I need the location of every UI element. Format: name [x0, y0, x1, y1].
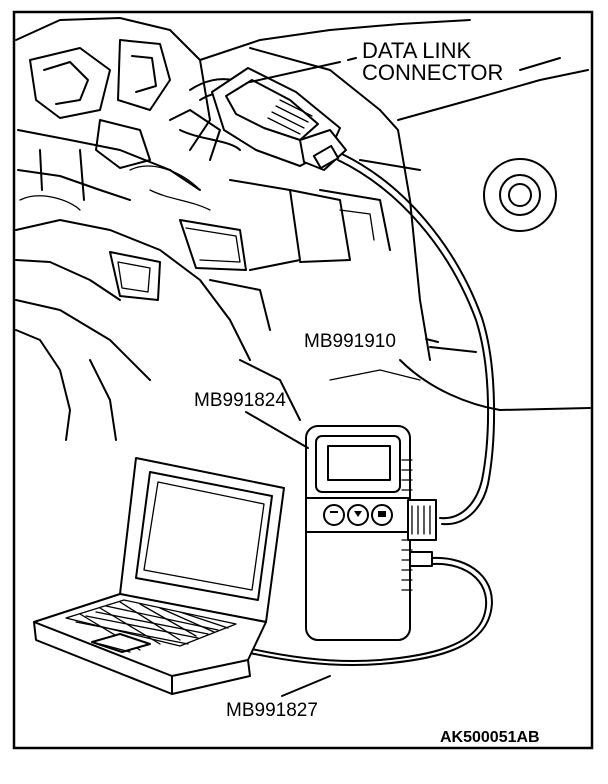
- interface-button-left: [323, 504, 345, 526]
- label-mb991824: MB991824: [194, 390, 286, 411]
- laptop-computer: [33, 457, 285, 695]
- data-link-connector: [211, 67, 347, 171]
- figure-frame: [12, 10, 594, 750]
- connector-leader: [249, 57, 561, 83]
- label-data-link-line2: CONNECTOR: [362, 60, 503, 85]
- dashboard-underside-drawing: [15, 17, 591, 441]
- leader-lines: [245, 338, 439, 697]
- label-data-link-line1: DATA LINK: [362, 38, 472, 63]
- label-mb991827: MB991827: [226, 700, 318, 721]
- interface-display: [327, 445, 391, 481]
- interface-unit-mb991824: [305, 425, 437, 641]
- figure-code: AK500051AB: [440, 729, 540, 746]
- label-mb991910: MB991910: [304, 331, 396, 352]
- cable-mb991910: [337, 153, 496, 526]
